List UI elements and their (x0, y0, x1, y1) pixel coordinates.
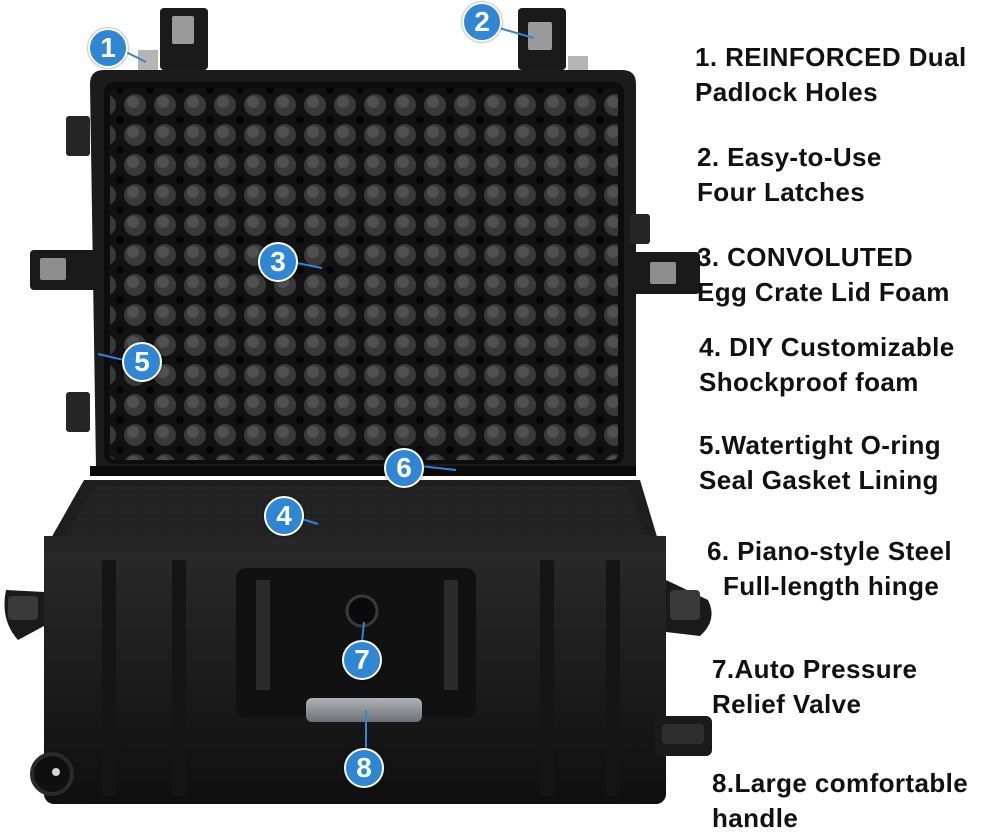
callout-5: 5 (122, 342, 162, 382)
case-lid (30, 70, 700, 468)
pressure-valve (345, 594, 379, 628)
callout-1: 1 (88, 28, 128, 68)
front-handle (306, 698, 422, 722)
wheel (30, 752, 74, 796)
callout-3: 3 (258, 242, 298, 282)
callout-7: 7 (342, 640, 382, 680)
callout-8: 8 (344, 748, 384, 788)
callout-2: 2 (462, 2, 502, 42)
callout-6: 6 (384, 448, 424, 488)
piano-hinge (90, 466, 636, 476)
lid-top-latches (138, 8, 588, 72)
callout-4: 4 (264, 496, 304, 536)
